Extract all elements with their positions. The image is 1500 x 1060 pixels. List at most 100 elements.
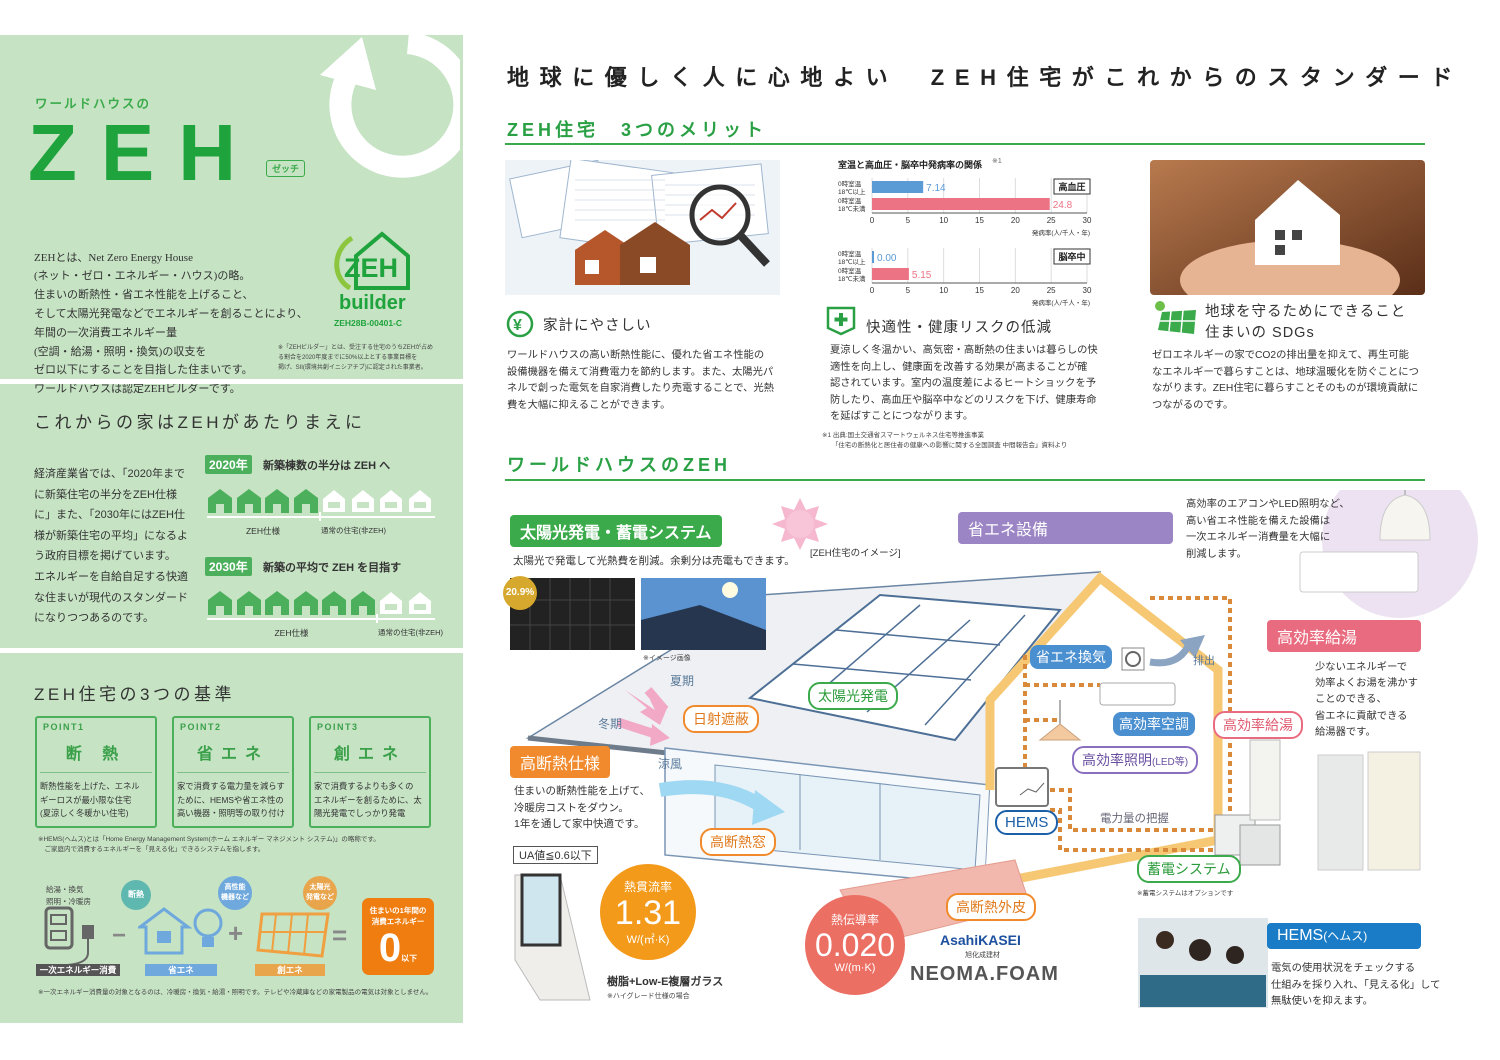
data-label: 7.14 (926, 183, 946, 194)
energy-saving-label: 省エネ (145, 964, 217, 976)
tag-ventilation: 省エネ換気 (1030, 645, 1112, 669)
tick-label: 0 (870, 286, 875, 295)
chart-title: 室温と高血圧・脳卒中発病率の関係 (838, 159, 982, 170)
normal-label: 通常の住宅(非ZEH) (378, 628, 443, 637)
panel-label-box (1053, 178, 1091, 195)
target-year: 2020年 (205, 455, 252, 474)
energy-creation-label: 創エネ (255, 964, 325, 976)
bar-高血圧-0 (872, 181, 924, 193)
summer-label: 夏期 (670, 674, 695, 688)
household-budget-illustration (505, 160, 780, 295)
bar-脳卒中-0 (872, 251, 874, 263)
section-title-standard: これからの家はZEHがあたりまえに (34, 413, 366, 432)
insulation-title: 高断熱仕様 (510, 746, 611, 778)
zeh-house-icon (293, 591, 318, 615)
outlet-plug-icon (44, 906, 94, 965)
cycle-arrow-icon (320, 35, 460, 178)
insulation-text: 住まいの断熱性能を上げて、 冷暖房コストをダウン。 1年を通して家中快適です。 (514, 785, 650, 830)
zeh-house-icon (236, 489, 261, 513)
tag-envelope: 高断熱外皮 (946, 893, 1036, 921)
house-and-bulb-icon (138, 907, 223, 955)
bubble-equipment: 高性能 機器など (218, 876, 252, 910)
zeh-house-icon (293, 489, 318, 513)
tick-label: 20 (1011, 286, 1020, 295)
tag-water-heater: 高効率給湯 (1213, 711, 1303, 739)
ua-value-box: UA値≦0.6以下 (513, 846, 598, 864)
health-plus-icon (826, 306, 856, 336)
power-monitor-label: 電力量の把握 (1100, 813, 1169, 825)
tick-label: 20 (1011, 216, 1020, 225)
house-model-photo (1150, 160, 1425, 295)
zeh-house-icon (265, 489, 289, 513)
panel-label: 脳卒中 (1057, 251, 1085, 262)
zeh-builder-word: builder (339, 292, 406, 314)
zeh-house-icon (322, 591, 346, 615)
chart-title-note: ※1 (992, 158, 1002, 165)
normal-label: 通常の住宅(非ZEH) (321, 526, 386, 535)
merit-title-sdgs: 地球を守るためにできること住まいの SDGs (1205, 304, 1407, 341)
divider (505, 479, 1425, 481)
section-title-criteria: ZEH住宅の3つの基準 (34, 685, 235, 704)
zeh-label: ZEH仕様 (245, 526, 280, 536)
sun-icon (772, 498, 828, 550)
glass-spec: 樹脂+Low-E複層ガラス (607, 976, 724, 988)
data-label: 5.15 (912, 270, 932, 281)
solar-storage-title: 太陽光発電・蓄電システム (510, 515, 722, 547)
target-caption: 新築の平均で ZEH を目指す (263, 562, 402, 574)
section-title-worldhouse-zeh: ワールドハウスのZEH (507, 455, 731, 475)
zeh-builder-code: ZEH28B-00401-C (334, 318, 403, 328)
tick-label: 30 (1083, 286, 1092, 295)
breeze-label: 涼風 (658, 757, 683, 771)
zeh-builder-house-icon: ZEH (334, 231, 410, 290)
equals-sign: = (332, 920, 348, 950)
merit-title-health: 快適性・健康リスクの低減 (866, 320, 1052, 336)
exhaust-label: 排出 (1193, 655, 1215, 667)
category-label: 18℃以上 (838, 187, 866, 196)
normal-house-icon (351, 490, 374, 512)
bubble-insulation: 断熱 (121, 880, 151, 910)
bar-脳卒中-1 (872, 268, 909, 280)
left-panel (0, 35, 463, 1023)
scale-line (207, 618, 435, 620)
image-note: ※イメージ画像 (643, 655, 691, 662)
section-title-merits: ZEH住宅 3つのメリット (507, 120, 768, 140)
zeh-label: ZEH仕様 (274, 628, 309, 638)
maker-sub: 旭化成建材 (965, 952, 1000, 959)
tag-lighting: 高効率照明(LED等) (1072, 746, 1199, 774)
primary-energy-label: 一次エネルギー消費 (36, 964, 120, 976)
product-logo: NEOMA.FOAM (910, 963, 1059, 985)
tick-label: 15 (975, 286, 984, 295)
scale-split (376, 614, 378, 623)
normal-house-icon (323, 490, 345, 512)
energy-uses-label: 給湯・換気 照明・冷暖房 (46, 885, 91, 906)
category-label: 18℃以上 (838, 257, 866, 266)
zeh-reading-badge: ゼッチ (266, 160, 306, 177)
bar-高血圧-1 (872, 198, 1050, 210)
x-axis-label: 発病率(人/千人・年) (1032, 228, 1090, 237)
zeh-house-icon (208, 489, 232, 513)
category-label: 0時室温 (838, 266, 862, 275)
tag-battery: 蓄電システム (1137, 855, 1241, 883)
equipment-title: 省エネ設備 (958, 512, 1173, 544)
maker-logo: AsahiKASEI (940, 932, 1021, 948)
k-value-circle: 熱伝導率 0.020 W/(m·K) (805, 895, 905, 995)
u-value-circle: 熱貫流率 1.31 W/(㎡·K) (600, 864, 696, 960)
category-label: 0時室温 (838, 196, 862, 205)
water-heater-title: 高効率給湯 (1267, 620, 1421, 652)
solar-sdgs-icon (1155, 301, 1196, 334)
zeh-house-icon (350, 591, 375, 615)
plus-sign: + (228, 918, 244, 948)
scale-split (319, 512, 321, 521)
tick-label: 15 (975, 216, 984, 225)
water-heater-text: 少ないエネルギーで 効率よくお湯を沸かす ことのできる、 省エネに貢献できる 給… (1315, 662, 1418, 738)
tick-label: 25 (1047, 286, 1056, 295)
data-label: 0.00 (877, 253, 897, 264)
zeh-house-icon (208, 591, 232, 615)
target-year: 2030年 (205, 557, 252, 576)
tag-solar-power: 太陽光発電 (808, 682, 898, 710)
page-title: 地球に優しく人に心地よい ZEH住宅がこれからのスタンダード (507, 65, 1464, 90)
solar-storage-text: 太陽光で発電して光熱費を削減。余剰分は売電もできます。 (513, 555, 795, 567)
